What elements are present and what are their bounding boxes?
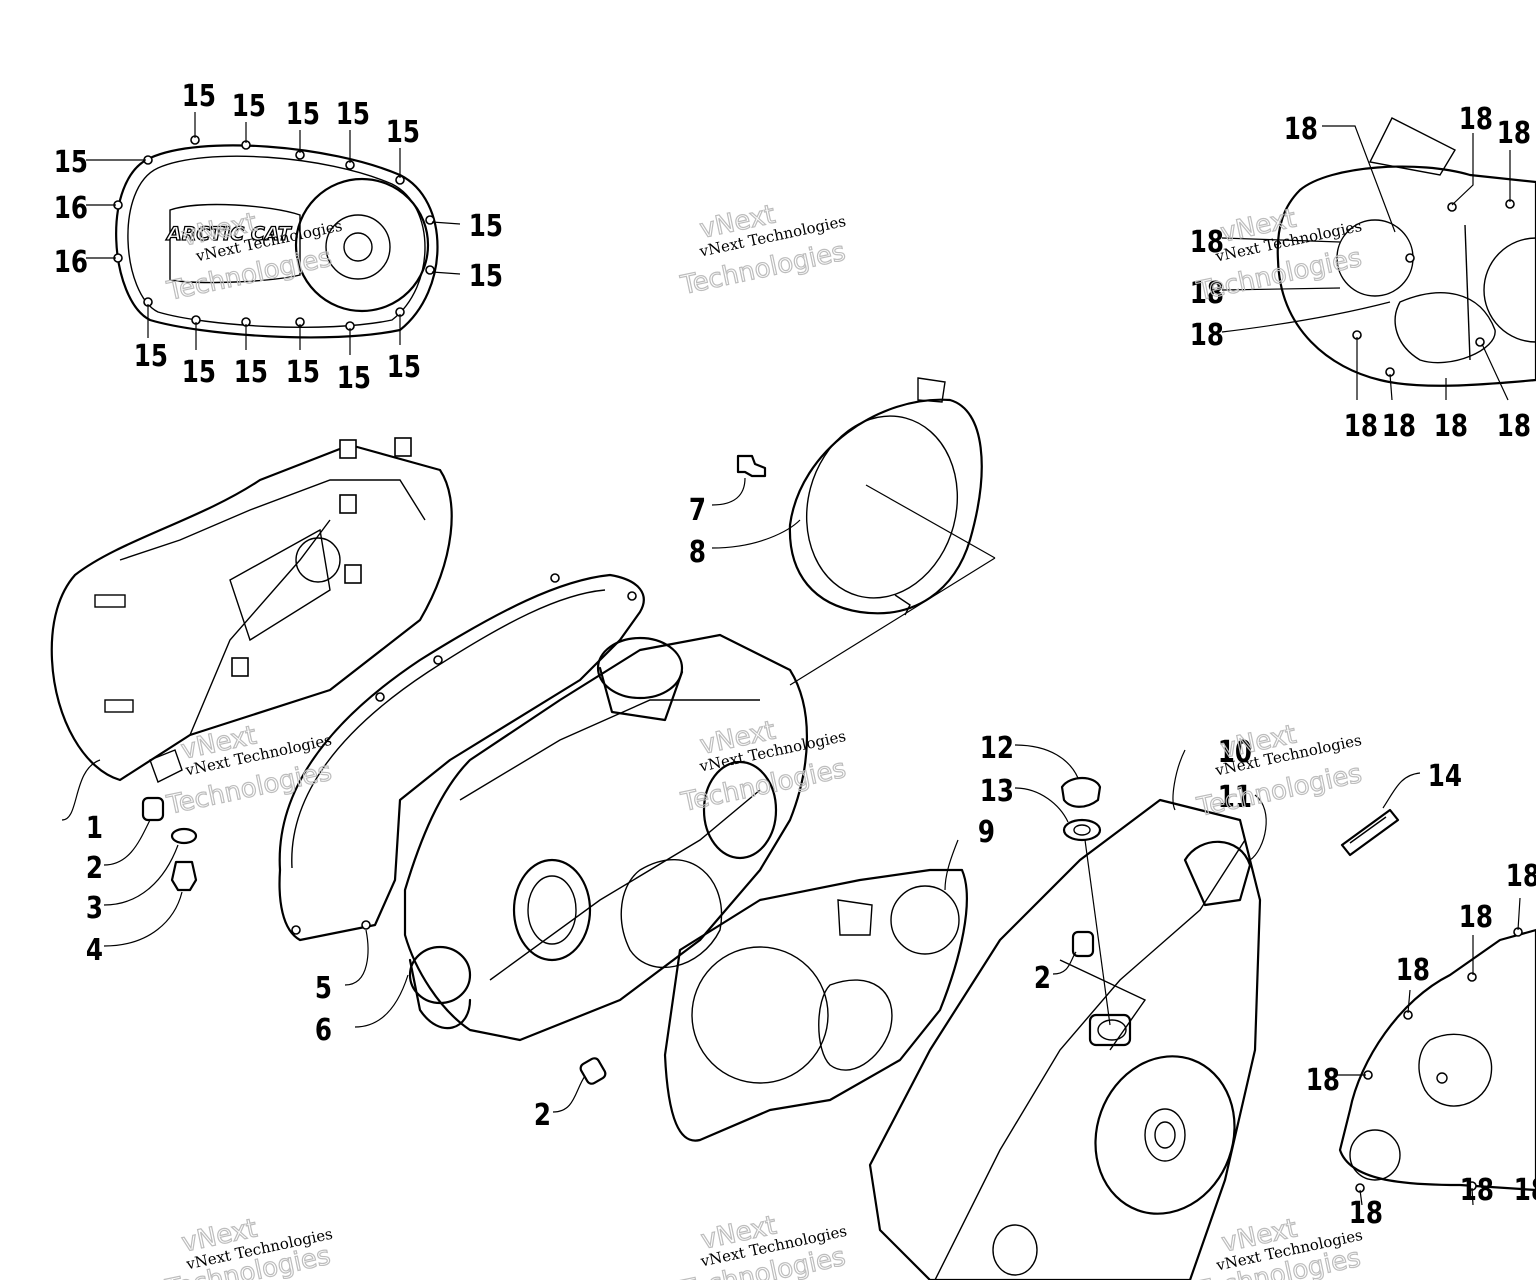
callout-15: 15	[337, 362, 371, 396]
callout-15: 15	[234, 356, 268, 390]
callout-2: 2	[534, 1099, 551, 1133]
outer-cover-part: ARCTIC CAT	[86, 112, 461, 355]
watermarks: vNext vNext Technologies Technologies vN…	[162, 199, 1365, 1280]
stator-cover-part	[1336, 897, 1536, 1206]
callout-18: 18	[1459, 103, 1493, 137]
cover-screw-holes	[113, 135, 435, 331]
callout-6: 6	[315, 1014, 332, 1048]
callout-9: 9	[978, 816, 995, 850]
callout-18: 18	[1349, 1197, 1383, 1231]
callout-10: 10	[1218, 736, 1252, 770]
callout-18: 18	[1434, 410, 1468, 444]
callout-4: 4	[86, 934, 103, 968]
callout-7: 7	[689, 494, 706, 528]
callout-15: 15	[387, 351, 421, 385]
callout-18: 18	[1459, 901, 1493, 935]
callout-15: 15	[286, 356, 320, 390]
callout-18: 18	[1190, 277, 1224, 311]
crankcase-leader-lines	[1221, 125, 1511, 401]
gasket-9-part	[663, 839, 968, 1142]
small-fasteners	[103, 796, 1095, 1113]
callout-2: 2	[86, 852, 103, 886]
seal-ring-part	[711, 377, 983, 616]
housing-bosses	[231, 437, 412, 677]
side-cover-part	[868, 798, 1262, 1280]
callout-16: 16	[54, 192, 88, 226]
callout-11: 11	[1218, 781, 1252, 815]
callout-18: 18	[1190, 226, 1224, 260]
arctic-cat-logo: ARCTIC CAT	[165, 223, 293, 245]
callout-15: 15	[469, 260, 503, 294]
callout-18: 18	[1344, 410, 1378, 444]
crankcase-cover-part	[1221, 117, 1536, 401]
gasket-5-part	[278, 573, 645, 986]
callout-15: 15	[182, 356, 216, 390]
callout-13: 13	[980, 775, 1014, 809]
callout-3: 3	[86, 892, 103, 926]
callout-18: 18	[1190, 319, 1224, 353]
callout-15: 15	[134, 340, 168, 374]
callout-8: 8	[689, 536, 706, 570]
callout-18: 18	[1396, 954, 1430, 988]
callout-18: 18	[1284, 113, 1318, 147]
callout-2: 2	[1034, 962, 1051, 996]
callout-15: 15	[336, 98, 370, 132]
callout-labels: 15 15 15 15 15 15 16 16 15 15 15 15 15 1…	[54, 80, 1536, 1231]
callout-15: 15	[469, 210, 503, 244]
callout-15: 15	[182, 80, 216, 114]
callout-15: 15	[386, 116, 420, 150]
callout-18: 18	[1306, 1064, 1340, 1098]
callout-14: 14	[1428, 760, 1462, 794]
callout-1: 1	[86, 812, 103, 846]
plug-washer-part	[1014, 744, 1267, 861]
center-housing-part	[354, 484, 996, 1042]
callout-18: 18	[1460, 1174, 1494, 1208]
callout-18: 18	[1497, 117, 1531, 151]
callout-18: 18	[1382, 410, 1416, 444]
inner-housing-part	[50, 437, 453, 821]
callout-15: 15	[286, 98, 320, 132]
callout-15: 15	[232, 90, 266, 124]
cover-leader-lines	[86, 112, 461, 355]
gauge-plate-part	[1340, 772, 1421, 857]
callout-12: 12	[980, 732, 1014, 766]
callout-15: 15	[54, 146, 88, 180]
callout-18: 18	[1497, 410, 1531, 444]
callout-5: 5	[315, 972, 332, 1006]
callout-16: 16	[54, 246, 88, 280]
callout-18: 18	[1514, 1174, 1536, 1208]
callout-18: 18	[1506, 860, 1536, 894]
